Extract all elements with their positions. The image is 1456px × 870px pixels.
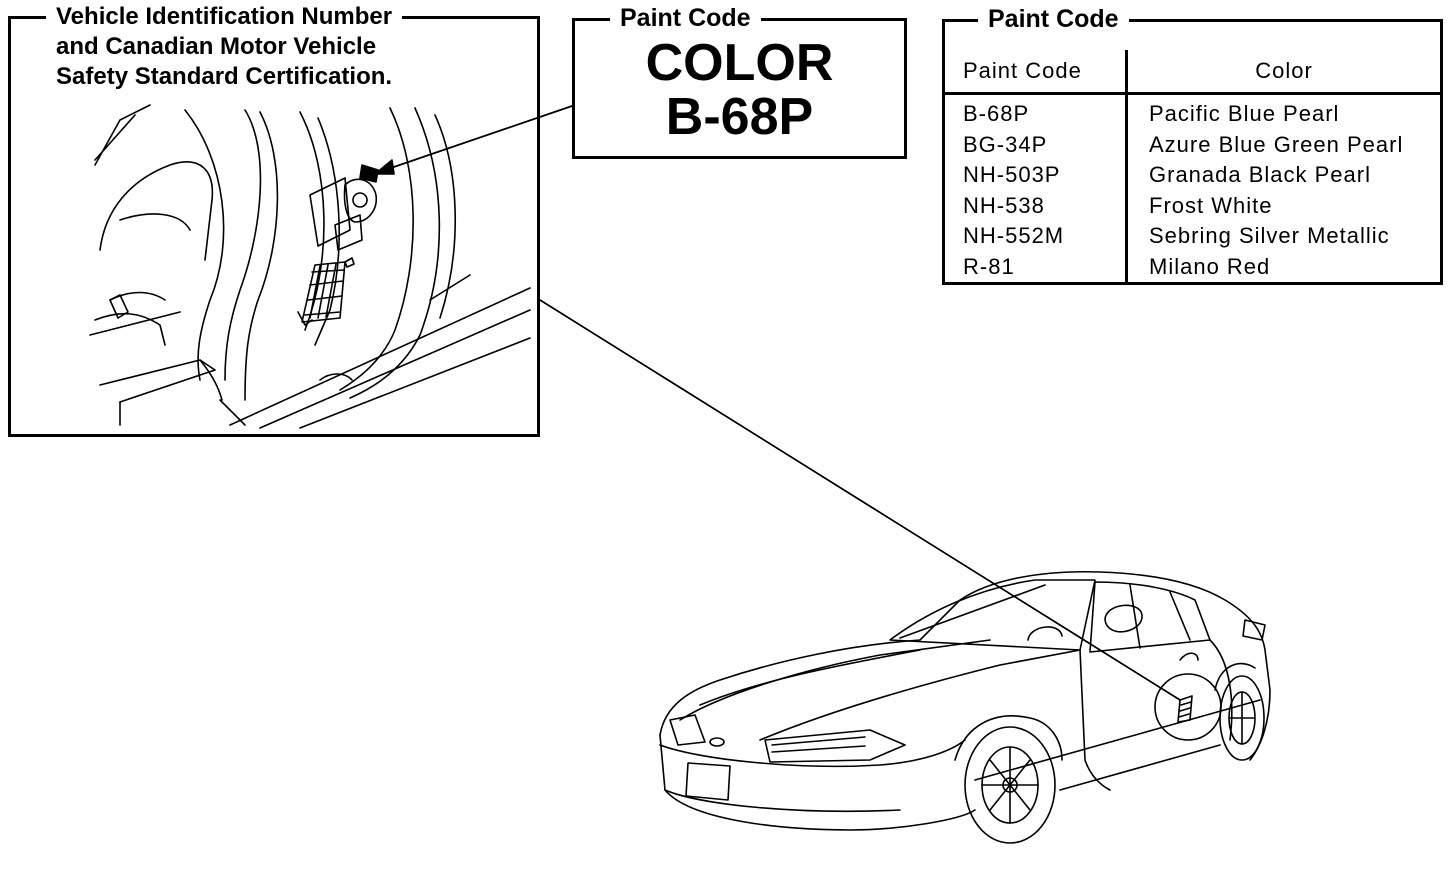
callout-line — [539, 299, 1181, 701]
table-header-row: Paint Code Color — [945, 50, 1440, 95]
column-header-paint-code: Paint Code — [945, 50, 1128, 95]
paint-code-table-title: Paint Code — [978, 4, 1129, 34]
color-name-cell: Granada Black Pearl — [1149, 162, 1371, 188]
table-row: NH-552M Sebring Silver Metallic — [945, 221, 1440, 252]
vin-label-title: Vehicle Identification Number and Canadi… — [46, 2, 403, 96]
paint-code-cell: BG-34P — [945, 129, 1128, 160]
table-row: NH-538 Frost White — [945, 190, 1440, 221]
table-row: B-68P Pacific Blue Pearl — [945, 93, 1440, 130]
leader-arrow — [374, 105, 573, 175]
door-jamb-illustration — [89, 104, 531, 429]
color-name-cell: Milano Red — [1149, 253, 1271, 279]
paint-code-table-frame — [942, 19, 1443, 285]
color-name-cell: Frost White — [1149, 192, 1273, 218]
paint-code-cell: NH-552M — [945, 221, 1128, 252]
table-row: BG-34P Azure Blue Green Pearl — [945, 129, 1440, 160]
paint-code-label-value: COLOR B-68P — [572, 36, 907, 144]
paint-code-label-title: Paint Code — [610, 3, 761, 33]
vin-label-line: and Canadian Motor Vehicle — [56, 33, 377, 60]
car-illustration — [659, 570, 1271, 844]
paint-code-table: Paint Code Color B-68P Pacific Blue Pear… — [945, 50, 1440, 282]
color-name-cell: Azure Blue Green Pearl — [1149, 131, 1404, 157]
vin-label-line: Vehicle Identification Number — [56, 3, 393, 30]
paint-code-color-word: COLOR — [645, 34, 834, 92]
paint-code-number: B-68P — [665, 88, 814, 146]
paint-code-cell: R-81 — [945, 251, 1128, 282]
paint-code-cell: NH-503P — [945, 160, 1128, 191]
table-row: NH-503P Granada Black Pearl — [945, 160, 1440, 191]
color-name-cell: Pacific Blue Pearl — [1149, 101, 1340, 127]
paint-code-cell: B-68P — [945, 93, 1128, 130]
table-row: R-81 Milano Red — [945, 251, 1440, 282]
column-header-color: Color — [1126, 50, 1440, 95]
color-name-cell: Sebring Silver Metallic — [1149, 223, 1390, 249]
vin-label-line: Safety Standard Certification. — [56, 63, 393, 90]
paint-code-cell: NH-538 — [945, 190, 1128, 221]
